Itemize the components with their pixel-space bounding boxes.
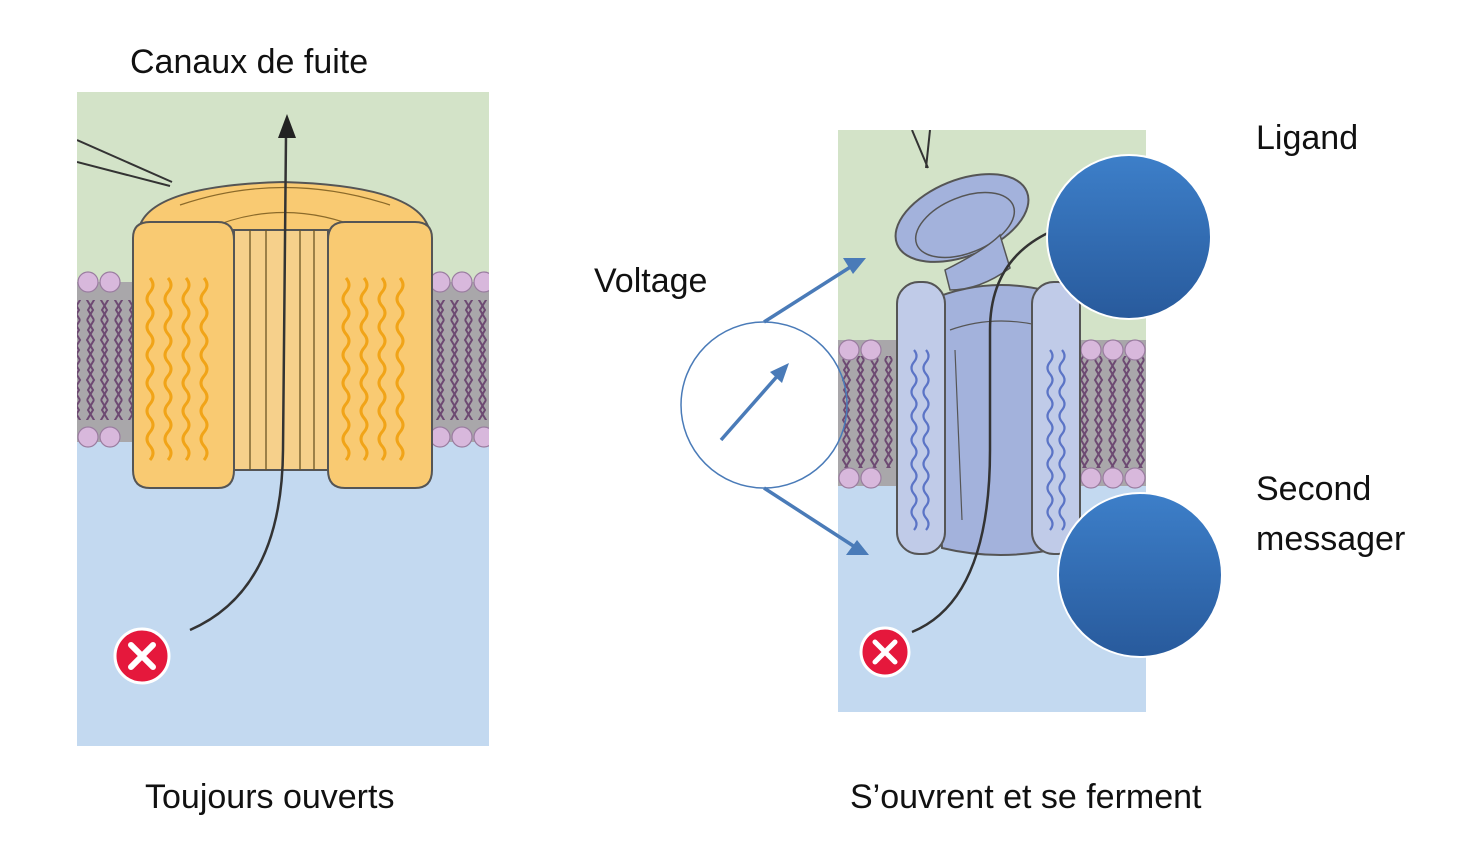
helix-wave <box>199 277 209 461</box>
lipid-head <box>1080 339 1102 361</box>
lipid-head <box>860 467 882 489</box>
helix-wave <box>1046 349 1054 531</box>
ion-path-arrow <box>189 134 288 632</box>
leak-channel-caption: Toujours ouverts <box>145 778 395 816</box>
lipid-head <box>1080 467 1102 489</box>
intracellular-fluid <box>77 442 489 746</box>
lipid-head <box>838 467 860 489</box>
gated-channel-caption: S’ouvrent et se ferment <box>850 778 1202 816</box>
lipid-head <box>838 339 860 361</box>
voltage-label: Voltage <box>594 262 708 300</box>
leak-channel-title: Canaux de fuite <box>130 43 369 81</box>
lipid-head <box>1124 467 1146 489</box>
helix-wave <box>922 349 930 531</box>
lipid-head <box>99 426 121 448</box>
lipid-head <box>860 339 882 361</box>
ligand-label: Ligand <box>1256 119 1359 157</box>
helix-wave <box>163 277 173 461</box>
helix-wave <box>1058 349 1066 531</box>
x-circle-icon <box>113 627 171 685</box>
arrow-icon <box>843 258 866 274</box>
lipid-head <box>1102 467 1124 489</box>
lipid-head <box>1124 339 1146 361</box>
leak-channel-protein <box>132 180 433 489</box>
ligand-sphere <box>1046 154 1212 320</box>
second-messenger-label: Second messager <box>1256 464 1405 564</box>
second-messenger-line1: Second <box>1256 470 1372 508</box>
second-messenger-line2: messager <box>1256 520 1406 558</box>
lipid-head <box>473 271 489 293</box>
helix-wave <box>341 277 351 461</box>
ion-path-curve <box>911 230 1051 634</box>
helix-wave <box>377 277 387 461</box>
channel-gate <box>894 173 1030 291</box>
leak-channel-panel <box>77 92 489 746</box>
gated-channel-protein <box>894 173 1081 556</box>
arrow-icon <box>770 363 789 383</box>
helix-wave <box>181 277 191 461</box>
lipid-head <box>77 271 99 293</box>
lipid-head <box>1102 339 1124 361</box>
lipid-head <box>77 426 99 448</box>
arrow-icon <box>278 114 296 138</box>
lipid-head <box>451 271 473 293</box>
lipid-head <box>99 271 121 293</box>
helix-wave <box>359 277 369 461</box>
lipid-head <box>451 426 473 448</box>
lipid-head <box>473 426 489 448</box>
x-circle-icon <box>859 626 911 678</box>
voltage-indicator <box>680 258 869 555</box>
helix-wave <box>395 277 405 461</box>
second-messenger-sphere <box>1057 492 1223 658</box>
helix-wave <box>910 349 918 531</box>
helix-wave <box>145 277 155 461</box>
arrow-icon <box>846 540 869 555</box>
